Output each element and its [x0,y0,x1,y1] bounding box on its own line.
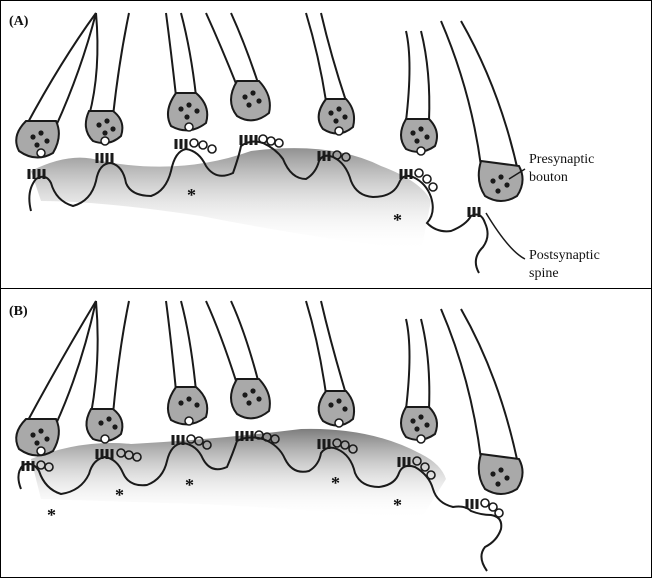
axon [461,309,519,469]
axon [306,301,326,394]
dendrite-shading [31,148,431,251]
axon [441,21,481,166]
presynaptic-bouton [231,81,270,120]
panel-b: (B) [1,289,651,577]
asterisk-marker: * [393,495,402,515]
presynaptic-bouton [479,454,523,494]
axon [113,13,129,116]
presynaptic-label-line1: Presynaptic [529,152,594,167]
axon [181,301,196,391]
axon [421,319,429,409]
postsynaptic-label-line2: spine [529,266,559,281]
asterisk-marker: * [393,210,402,230]
panel-a-label: (A) [9,14,29,29]
axon [406,319,410,409]
axon [441,309,481,459]
asterisk-marker: * [187,185,196,205]
postsynaptic-label-line1: Postsynaptic [529,248,600,263]
presynaptic-bouton [231,379,270,418]
postsynaptic-leader-line [486,213,525,259]
axon [56,301,96,424]
asterisk-marker: * [115,485,124,505]
axon [306,13,326,101]
axon [421,31,429,121]
axon [89,13,97,116]
axon [461,21,519,176]
asterisk-marker: * [185,475,194,495]
asterisk-marker: * [47,505,56,525]
axon [206,13,237,86]
axon [166,13,176,96]
asterisk-marker: * [331,473,340,493]
axon [113,301,129,414]
panel-b-label: (B) [9,304,28,319]
axon [231,301,259,384]
panel-a: (A) [1,1,651,288]
presynaptic-label-line2: bouton [529,170,568,185]
axon [181,13,196,96]
dendrite-shading [31,429,446,519]
axon [406,31,410,121]
axon [206,301,237,384]
axon [26,13,96,126]
axon [231,13,259,86]
axon [26,301,96,424]
axon [166,301,176,391]
presynaptic-bouton [479,161,523,201]
